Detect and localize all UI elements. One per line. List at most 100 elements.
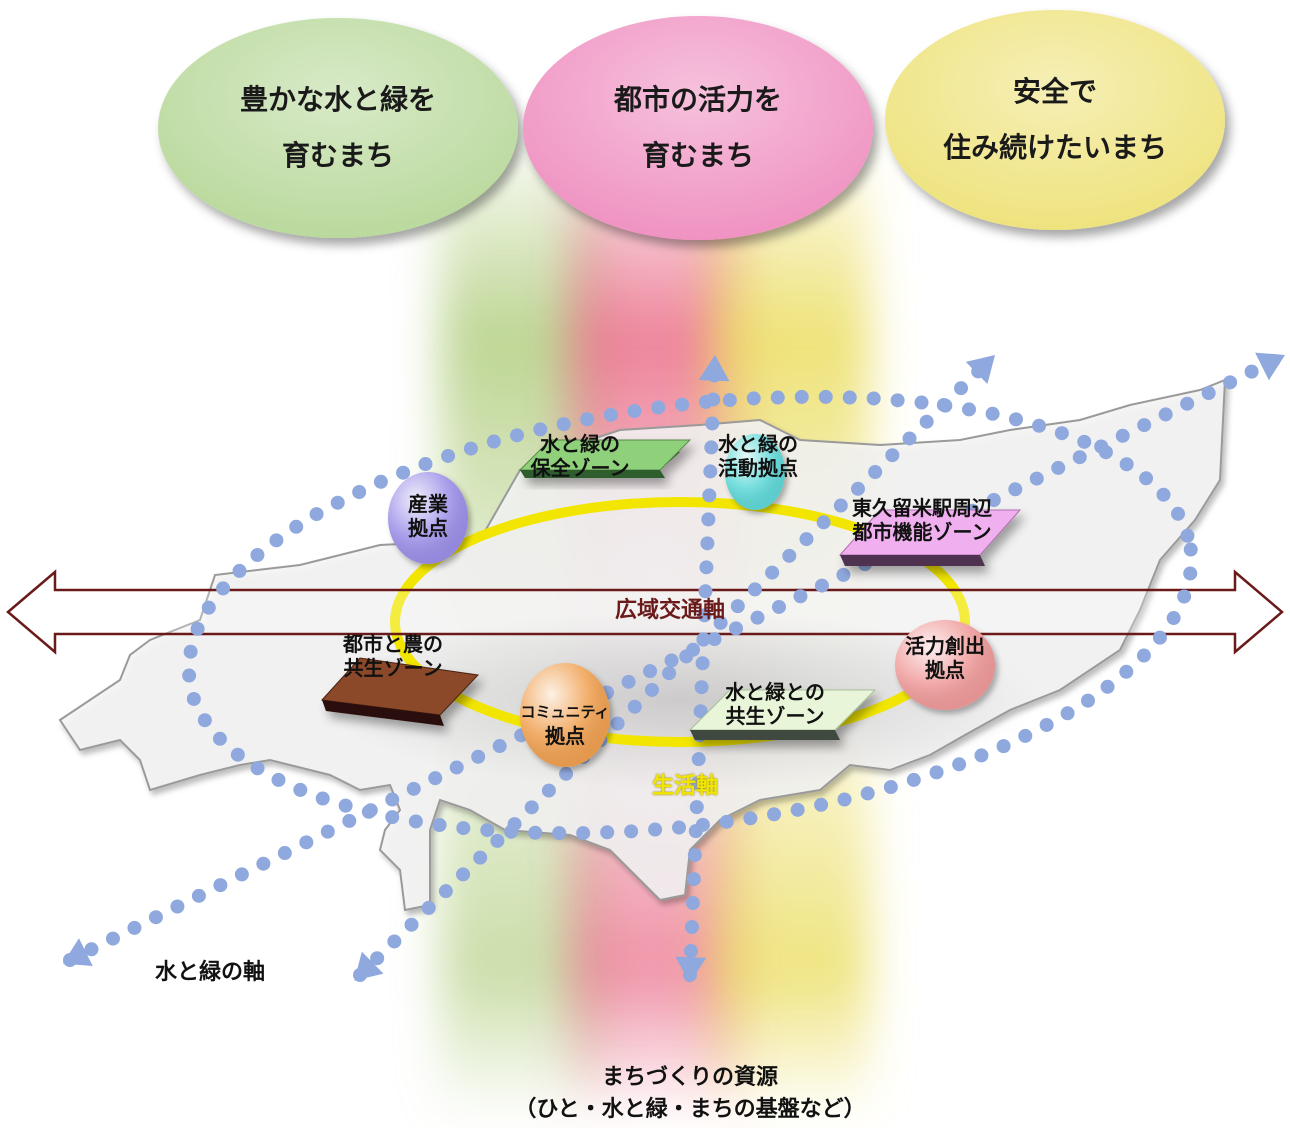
water-green-axis-dots [62, 352, 1285, 983]
water-green-dot [624, 824, 639, 839]
water-green-dot [352, 484, 367, 499]
zone-station-area [838, 509, 1022, 566]
water-green-dot [672, 820, 687, 835]
water-green-dot [533, 422, 548, 437]
node-water-activity-label: 水と緑の 活動拠点 [688, 432, 828, 480]
water-green-dot [1180, 528, 1195, 543]
water-green-dot [480, 823, 495, 838]
water-green-dot [1136, 648, 1151, 663]
water-green-dot [1152, 630, 1167, 645]
water-green-dot [385, 810, 400, 825]
zone-coexist-water-line1: 水と緑との [725, 680, 825, 704]
water-green-dot [1051, 460, 1066, 475]
water-green-dot [730, 599, 745, 614]
water-green-dot [342, 813, 357, 828]
water-green-dot [707, 632, 722, 647]
water-green-dot [293, 782, 308, 797]
water-green-dot [799, 532, 814, 547]
zone-station-area-label: 東久留米駅周辺 都市機能ゾーン [832, 496, 1012, 544]
water-green-dot [687, 848, 702, 863]
water-green-dot [705, 416, 720, 431]
water-green-dot [890, 393, 905, 408]
water-green-dot [148, 910, 163, 925]
water-green-dot [250, 761, 265, 776]
water-green-dot [471, 749, 486, 764]
water-green-dot [1115, 428, 1130, 443]
goal-circle-vitality [523, 16, 873, 240]
water-green-dot [1201, 386, 1216, 401]
life-axis-label: 生活軸 [651, 774, 718, 799]
water-green-dot [404, 917, 419, 932]
water-green-dot [610, 716, 625, 731]
resources-line1: まちづくりの資源 [601, 1065, 778, 1090]
water-green-dot [836, 567, 851, 582]
water-green-dot [842, 390, 857, 405]
zone-water-conservation [518, 439, 692, 478]
water-green-dot [1183, 566, 1198, 581]
water-green-dot [1166, 611, 1181, 626]
water-green-dot [713, 615, 728, 630]
resources-text: まちづくりの資源 （ひと・水と緑・まちの基盤など） [440, 1062, 940, 1126]
water-green-dot [919, 414, 934, 429]
water-green-dot [793, 589, 808, 604]
water-green-dot [250, 547, 265, 562]
zone-urban-farm-line1: 都市と農の [343, 632, 443, 656]
water-green-dot [201, 600, 216, 615]
water-green-dot [685, 896, 700, 911]
water-green-dot [1119, 457, 1134, 472]
water-green-dot [1072, 450, 1087, 465]
water-green-dot [1183, 542, 1198, 557]
water-green-dot [408, 814, 423, 829]
node-vitality [895, 620, 995, 710]
goal-water-green-line2: 育むまち [281, 139, 394, 172]
water-green-dot [644, 682, 659, 697]
node-community-line1: コミュニティ [520, 703, 610, 721]
water-green-dot [256, 856, 271, 871]
water-green-dot [385, 792, 400, 807]
water-green-dot [84, 942, 99, 957]
water-green-dot [552, 826, 567, 841]
water-green-dot [507, 817, 522, 832]
node-industry-line2: 拠点 [408, 516, 448, 540]
node-industry [388, 472, 468, 564]
water-green-dot [524, 800, 539, 815]
node-water-activity-line2: 活動拠点 [718, 456, 798, 480]
water-green-dot [929, 765, 944, 780]
water-green-dot [510, 428, 525, 443]
water-green-arrowhead [62, 938, 93, 966]
water-green-dot [962, 402, 977, 417]
water-green-dot [722, 393, 737, 408]
zone-station-area-line2: 都市機能ゾーン [852, 520, 992, 544]
water-green-dot [816, 515, 831, 530]
water-green-dot [696, 632, 711, 647]
water-green-dot [1119, 664, 1134, 679]
water-green-dot [1008, 482, 1023, 497]
water-green-dot [191, 888, 206, 903]
water-green-dot [691, 752, 706, 767]
water-green-dot [428, 771, 443, 786]
water-green-dot [1100, 679, 1115, 694]
water-green-dot [770, 390, 785, 405]
water-green-dot [1156, 487, 1171, 502]
water-green-dot [406, 781, 421, 796]
goal-safety-line1: 安全で [1012, 75, 1097, 108]
water-green-dot [418, 457, 433, 472]
goal-safety-line2: 住み続けたいまち [942, 131, 1167, 164]
water-green-dot [627, 699, 642, 714]
water-green-dot [1170, 506, 1185, 521]
water-green-dot [1180, 396, 1195, 411]
water-green-dot [1223, 375, 1238, 390]
water-green-dot [683, 944, 698, 959]
goal-circle-safety [885, 10, 1225, 230]
node-vitality-label: 活力創出 拠点 [880, 634, 1010, 682]
water-green-dot [765, 565, 780, 580]
water-green-dot [833, 498, 848, 513]
water-green-arrowhead [965, 355, 995, 385]
water-green-dot [936, 397, 951, 412]
water-green-dot [1008, 412, 1023, 427]
water-green-dot [750, 610, 765, 625]
water-green-dot [230, 747, 245, 762]
zone-coexist-water [688, 689, 877, 740]
